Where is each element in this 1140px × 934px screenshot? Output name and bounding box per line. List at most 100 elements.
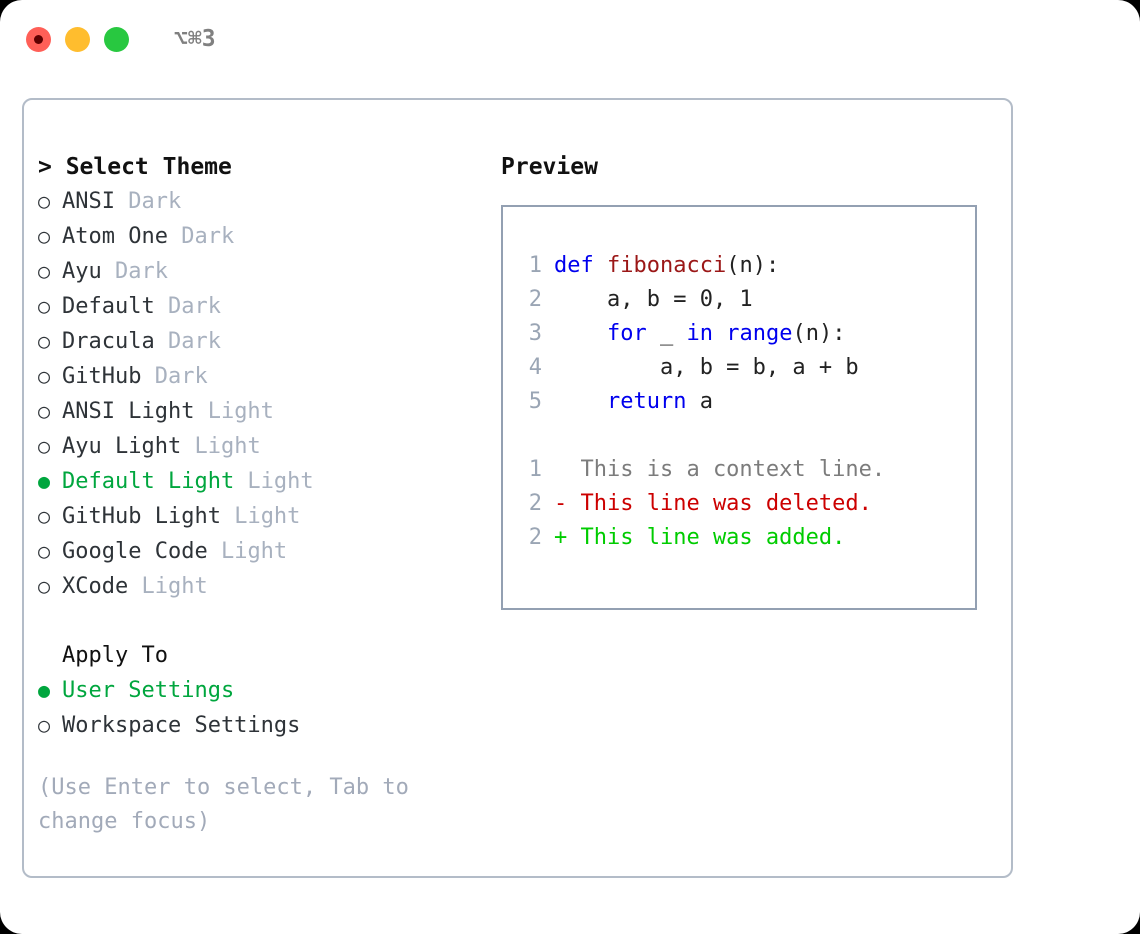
code-line: 2 a, b = 0, 1 — [514, 283, 975, 317]
radio-unselected-icon: ○ — [38, 329, 51, 353]
theme-name: Ayu Light — [62, 434, 182, 459]
theme-mode-label: Light — [181, 434, 261, 459]
close-icon — [34, 34, 43, 44]
radio-unselected-icon: ○ — [38, 399, 51, 423]
radio-unselected-icon: ○ — [38, 539, 51, 563]
code-token: for — [606, 321, 660, 346]
code-token: (n): — [726, 253, 780, 278]
theme-mode-label: Dark — [154, 329, 221, 354]
theme-mode-label: Dark — [154, 294, 221, 319]
theme-name: Default — [62, 294, 155, 319]
minimize-button[interactable] — [65, 26, 90, 52]
apply-to-option[interactable]: ○Workspace Settings — [38, 708, 488, 743]
theme-name: GitHub Light — [62, 504, 221, 529]
keyboard-hint: (Use Enter to select, Tab to change focu… — [38, 775, 423, 834]
preview-title: Preview — [501, 154, 598, 180]
dialog-card: > Select Theme ○ANSI Dark○Atom One Dark○… — [22, 98, 1013, 878]
theme-name: Ayu — [62, 259, 102, 284]
code-token: a, b = b, a + b — [554, 355, 859, 380]
spacer — [38, 604, 488, 638]
theme-name: Atom One — [62, 224, 168, 249]
code-token: _ — [659, 321, 687, 346]
theme-picker-panel: > Select Theme ○ANSI Dark○Atom One Dark○… — [38, 150, 488, 839]
theme-name: Default Light — [62, 469, 235, 494]
theme-mode-label: Dark — [101, 259, 168, 284]
code-token: return — [606, 389, 700, 414]
apply-to-option[interactable]: ● User Settings — [38, 673, 488, 708]
theme-list-item[interactable]: ● Default Light Light — [38, 464, 488, 499]
theme-name: XCode — [62, 574, 129, 599]
line-number: 1 — [528, 253, 542, 278]
code-token — [554, 385, 607, 419]
theme-name: ANSI — [62, 189, 115, 214]
theme-list-item[interactable]: ○ ANSI Light Light — [38, 394, 488, 429]
code-diff-spacer — [514, 419, 975, 453]
theme-list-item[interactable]: ○ Default Dark — [38, 289, 488, 324]
diff-text: This is a context line. — [554, 457, 886, 482]
theme-list-item[interactable]: ○ Dracula Dark — [38, 324, 488, 359]
line-number: 5 — [528, 389, 542, 414]
code-line: 5 return a — [514, 385, 975, 419]
code-token: def — [554, 253, 607, 278]
theme-name: Dracula — [62, 329, 155, 354]
line-number: 3 — [528, 321, 542, 346]
code-token: fibonacci — [606, 253, 727, 278]
line-number: 2 — [528, 491, 542, 516]
page-title: > Select Theme — [38, 154, 232, 180]
radio-unselected-icon: ○ — [38, 574, 51, 598]
theme-list-item[interactable]: ○ XCode Light — [38, 569, 488, 604]
code-token: (n): — [792, 321, 846, 346]
theme-list-item[interactable]: ○ Google Code Light — [38, 534, 488, 569]
theme-list-item[interactable]: ○ ANSI Dark — [38, 184, 488, 219]
diff-text: - This line was deleted. — [554, 491, 872, 516]
apply-to-header: ○ Apply To — [38, 638, 488, 673]
theme-mode-label: Light — [220, 504, 301, 529]
theme-mode-label: Light — [128, 574, 208, 599]
diff-line: 1 This is a context line. — [514, 453, 975, 487]
diff-text: + This line was added. — [554, 525, 846, 550]
theme-list: ○ ANSI Dark ○ Atom One Dark ○ Ayu Dark ○ Defaul… — [38, 184, 488, 604]
theme-list-item[interactable]: ○Atom One Dark — [38, 219, 488, 254]
apply-to-list: ● User Settings ○Workspace Settings — [38, 673, 488, 743]
code-line: 4 a, b = b, a + b — [514, 351, 975, 385]
code-line: 1 def fibonacci(n): — [514, 249, 975, 283]
theme-name: ANSI Light — [62, 399, 195, 424]
title-bar: ⌥⌘3 — [0, 0, 1140, 78]
apply-to-option-label: Workspace Settings — [62, 713, 301, 738]
theme-name: GitHub — [62, 364, 142, 389]
close-button[interactable] — [26, 26, 51, 52]
theme-name: Google Code — [62, 539, 208, 564]
theme-list-item[interactable]: ○ GitHub Dark — [38, 359, 488, 394]
line-number: 2 — [528, 525, 542, 550]
theme-list-item[interactable]: ○ GitHub Light Light — [38, 499, 488, 534]
maximize-button[interactable] — [104, 26, 129, 52]
theme-mode-label: Light — [194, 399, 274, 424]
radio-unselected-icon: ○ — [38, 224, 51, 248]
line-number: 4 — [528, 355, 542, 380]
theme-mode-label: Light — [234, 469, 314, 494]
code-token: a, b = 0, 1 — [554, 287, 753, 312]
window-controls — [26, 26, 129, 52]
theme-mode-label: Dark — [114, 189, 182, 214]
diff-line: 2 + This line was added. — [514, 521, 975, 555]
radio-selected-icon: ● — [38, 678, 51, 702]
theme-list-item[interactable]: ○Ayu Light Light — [38, 429, 488, 464]
radio-unselected-icon: ○ — [38, 189, 51, 213]
diff-sample: 1 This is a context line. 2 - This line wa… — [514, 453, 975, 555]
radio-unselected-icon: ○ — [38, 504, 51, 528]
apply-to-option-label: User Settings — [62, 678, 235, 703]
code-token: range — [726, 321, 793, 346]
code-token: in — [686, 321, 727, 346]
theme-mode-label: Light — [207, 539, 288, 564]
radio-selected-icon: ● — [38, 469, 51, 493]
radio-unselected-icon: ○ — [38, 294, 51, 318]
radio-unselected-icon: ○ — [38, 364, 51, 388]
radio-unselected-icon: ○ — [38, 259, 51, 283]
theme-list-item[interactable]: ○ Ayu Dark — [38, 254, 488, 289]
window-title: ⌥⌘3 — [174, 25, 216, 52]
theme-mode-label: Dark — [141, 364, 208, 389]
apply-to-marker-placeholder: ○ — [38, 638, 62, 672]
